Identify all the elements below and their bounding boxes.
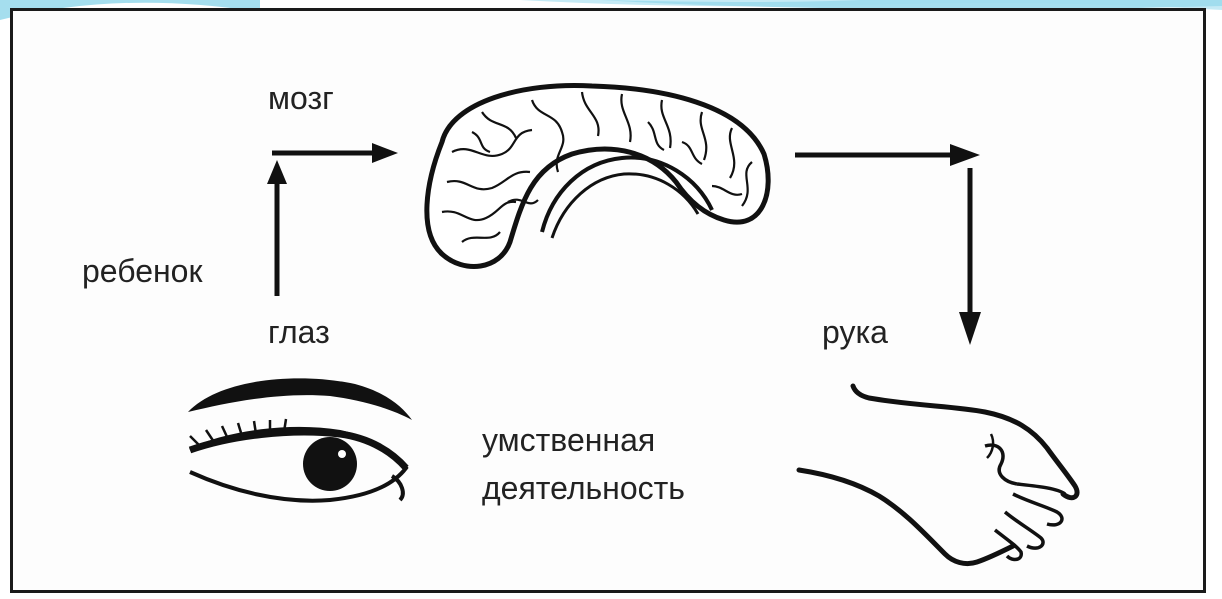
arrow-brain-to-right: [795, 144, 980, 166]
label-child: ребенок: [82, 253, 202, 290]
eye-icon: [180, 372, 420, 512]
label-brain: мозг: [268, 80, 334, 117]
label-eye: глаз: [268, 314, 330, 351]
brain-icon: [412, 82, 777, 277]
label-mental-activity-line1: умственная: [482, 422, 655, 459]
label-mental-activity-line2: деятельность: [482, 470, 685, 507]
label-hand: рука: [822, 314, 888, 351]
arrow-to-brain-horizontal: [272, 143, 398, 163]
hand-icon: [795, 382, 1085, 572]
arrow-eye-to-brain-vertical: [267, 160, 287, 296]
arrow-down-to-hand: [959, 168, 981, 345]
